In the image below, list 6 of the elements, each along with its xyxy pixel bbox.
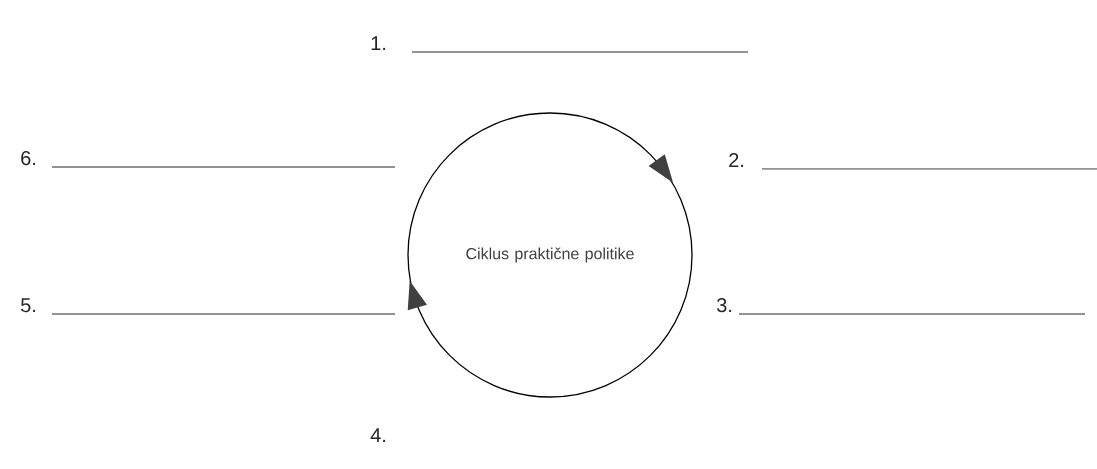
item-number: 6. <box>21 151 36 166</box>
item-number: 1. <box>371 36 386 50</box>
item-number: 5. <box>21 298 36 313</box>
item-number: 3. <box>717 298 732 313</box>
item-number: 4. <box>370 428 386 442</box>
item-number: 2. <box>729 153 744 167</box>
